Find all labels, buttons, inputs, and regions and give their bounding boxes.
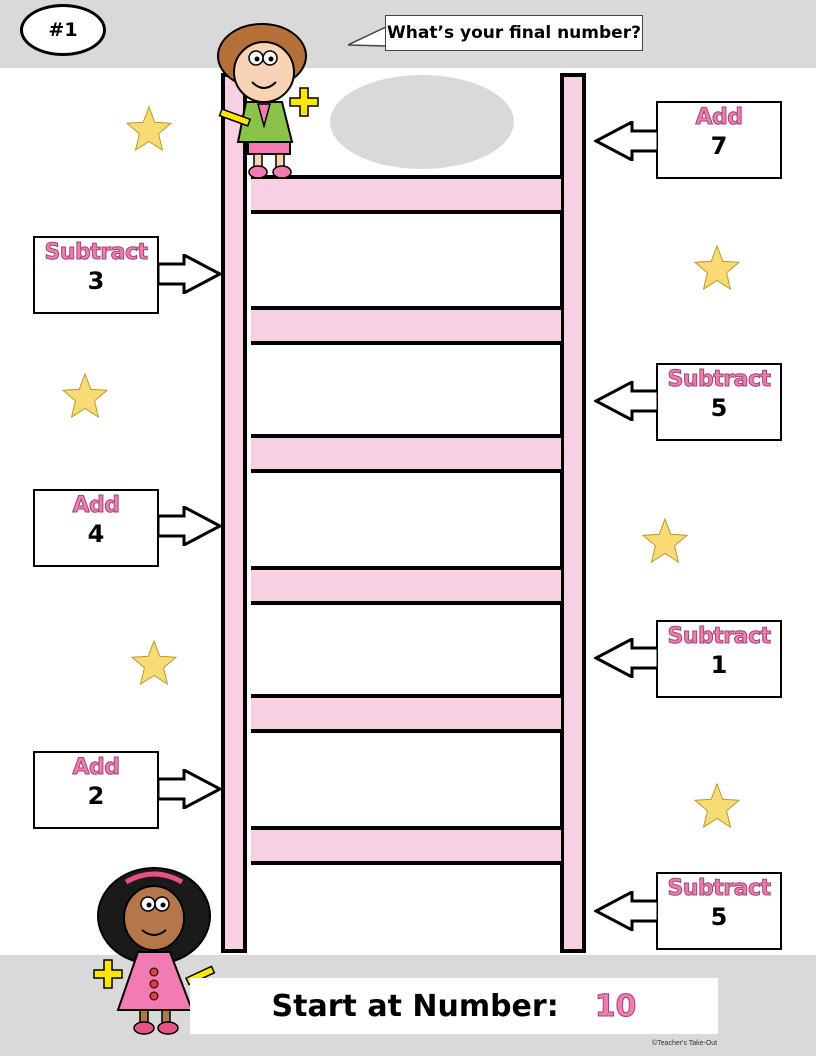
step-operation: Subtract	[44, 240, 149, 266]
step-box-subtract-1: Subtract 1	[656, 620, 782, 698]
step-operation: Subtract	[667, 367, 772, 393]
ladder-right-rail	[560, 73, 586, 953]
final-answer-oval[interactable]	[330, 75, 514, 169]
arrow-left-icon	[594, 121, 658, 161]
step-box-subtract-5-bottom: Subtract 5	[656, 872, 782, 950]
step-value: 4	[87, 520, 105, 548]
star-icon	[641, 517, 689, 564]
step-box-add-2: Add 2	[33, 751, 159, 829]
step-value: 5	[710, 394, 728, 422]
star-icon	[130, 639, 178, 686]
arrow-left-icon	[594, 638, 658, 678]
arrow-left-icon	[594, 381, 658, 421]
page-number-text: #1	[48, 19, 78, 41]
ladder-left-rail	[221, 73, 247, 953]
step-operation: Subtract	[667, 876, 772, 902]
start-value: 10	[594, 988, 637, 1024]
step-box-subtract-5: Subtract 5	[656, 363, 782, 441]
step-value: 2	[87, 782, 105, 810]
ladder-rung	[251, 694, 561, 733]
arrow-right-icon	[158, 254, 222, 294]
step-value: 3	[87, 267, 105, 295]
step-operation: Add	[695, 105, 744, 131]
speech-bubble-tail-icon	[348, 26, 388, 47]
start-label: Start at Number:	[271, 988, 559, 1024]
ladder-rung	[251, 826, 561, 865]
step-value: 1	[710, 651, 728, 679]
step-box-add-4: Add 4	[33, 489, 159, 567]
star-icon	[125, 105, 173, 152]
final-number-question: What’s your final number?	[387, 23, 641, 43]
copyright-text: ©Teacher's Take-Out	[652, 1040, 718, 1047]
ladder-rung	[251, 306, 561, 345]
ladder-rung	[251, 434, 561, 473]
step-operation: Add	[72, 493, 121, 519]
girl-bottom-character-icon	[93, 867, 216, 1035]
step-box-subtract-3: Subtract 3	[33, 236, 159, 314]
arrow-left-icon	[594, 891, 658, 931]
speech-bubble: What’s your final number?	[385, 15, 643, 51]
arrow-right-icon	[158, 506, 222, 546]
step-operation: Add	[72, 755, 121, 781]
step-box-add-7: Add 7	[656, 101, 782, 179]
star-icon	[693, 244, 741, 291]
page-number-badge: #1	[20, 4, 106, 56]
ladder-rung	[251, 175, 561, 214]
arrow-right-icon	[158, 769, 222, 809]
step-operation: Subtract	[667, 624, 772, 650]
star-icon	[61, 372, 109, 419]
step-value: 5	[710, 903, 728, 931]
star-icon	[693, 782, 741, 829]
step-value: 7	[710, 132, 728, 160]
ladder-rung	[251, 566, 561, 605]
girl-top-character-icon	[217, 23, 319, 179]
start-number-box: Start at Number: 10	[190, 978, 718, 1034]
